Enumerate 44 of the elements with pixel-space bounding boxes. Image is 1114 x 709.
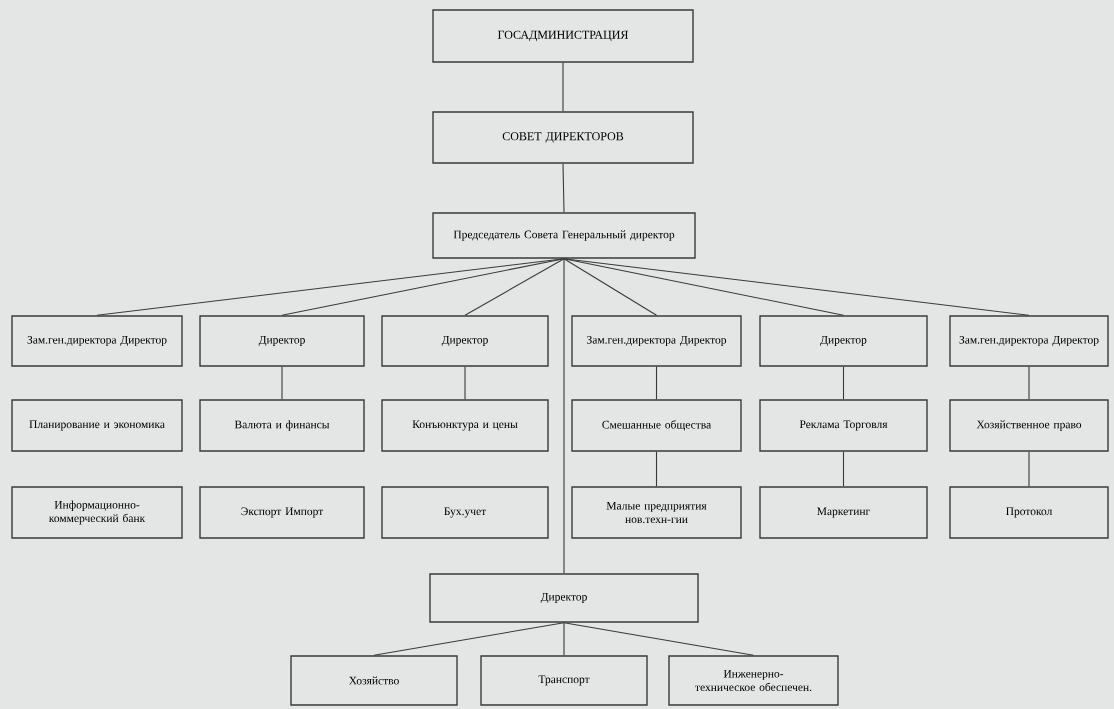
org-box: Информационно-коммерческий банк xyxy=(11,486,183,539)
connector-line xyxy=(563,622,755,656)
org-box: Малые предприятия нов.техн-гии xyxy=(571,486,742,539)
org-box: Зам.ген.директора Директор xyxy=(571,315,742,367)
org-box: Экспорт Импорт xyxy=(199,486,365,539)
org-box: Директор xyxy=(199,315,365,367)
org-box: Председатель Совета Генеральный директор xyxy=(432,212,696,259)
connector-line xyxy=(562,163,565,213)
connector-line xyxy=(1028,451,1030,487)
connector-line xyxy=(842,451,845,487)
org-box: ГОСАДМИНИСТРАЦИЯ xyxy=(432,9,694,63)
connector-line xyxy=(655,451,658,487)
org-box: Директор xyxy=(429,573,699,623)
connector-line xyxy=(563,622,565,656)
connector-line xyxy=(464,258,565,316)
org-box: Валюта и финансы xyxy=(199,399,365,452)
org-box: Хозяйственное право xyxy=(949,399,1109,452)
org-box: Хозяйство xyxy=(290,655,458,706)
connector-line xyxy=(563,258,658,316)
org-box: СОВЕТ ДИРЕКТОРОВ xyxy=(432,111,694,164)
org-box: Инженерно-техническое обеспечен. xyxy=(668,655,839,706)
org-box: Директор xyxy=(381,315,549,367)
connector-line xyxy=(655,366,658,400)
org-box: Бух.учет xyxy=(381,486,549,539)
connector-line xyxy=(562,62,564,112)
org-box: Зам.ген.директора Директор xyxy=(11,315,183,367)
org-box: Маркетинг xyxy=(759,486,928,539)
org-box: Реклама Торговля xyxy=(759,399,928,452)
connector-line xyxy=(373,622,565,656)
org-box: Планирование и экономика xyxy=(11,399,183,452)
connector-line xyxy=(1028,366,1030,400)
org-box: Зам.ген.директора Директор xyxy=(949,315,1109,367)
connector-line xyxy=(281,258,565,316)
connector-line xyxy=(563,258,565,574)
org-box: Транспорт xyxy=(480,655,648,706)
connector-line xyxy=(96,258,565,316)
org-box: Протокол xyxy=(949,486,1109,539)
connector-line xyxy=(281,366,283,400)
connector-line xyxy=(842,366,845,400)
org-box: Директор xyxy=(759,315,928,367)
connector-line xyxy=(464,366,466,400)
connector-line xyxy=(563,258,1030,316)
org-box: Смешанные общества xyxy=(571,399,742,452)
org-box: Конъюнктура и цены xyxy=(381,399,549,452)
